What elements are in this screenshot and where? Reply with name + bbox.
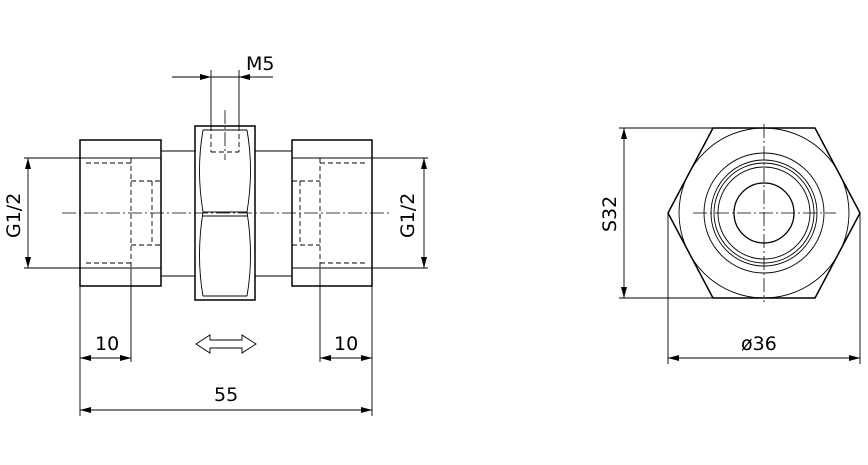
m5-dimension: M5 — [172, 53, 274, 126]
double-arrow-icon — [195, 334, 257, 354]
g-right-label: G1/2 — [397, 193, 419, 238]
right-thread-hidden — [292, 157, 370, 269]
s32-dimension: S32 — [599, 127, 713, 299]
overall-dimension: 55 — [80, 384, 372, 413]
side-view: M5 G1/2 G1/2 10 — [3, 53, 428, 416]
len-left-dimension: 10 — [79, 268, 132, 416]
len-right-dimension: 10 — [319, 268, 373, 416]
center-nut — [194, 125, 256, 301]
g-left-dimension: G1/2 — [3, 157, 80, 269]
g-right-dimension: G1/2 — [372, 157, 428, 269]
dia36-label: ø36 — [741, 333, 777, 355]
end-view: S32 ø36 — [599, 124, 861, 364]
len-left-label: 10 — [95, 333, 119, 355]
dia36-dimension: ø36 — [667, 213, 861, 364]
s32-label: S32 — [599, 196, 621, 232]
overall-label: 55 — [214, 384, 238, 406]
g-left-label: G1/2 — [3, 193, 25, 238]
m5-label: M5 — [246, 53, 274, 75]
len-right-label: 10 — [334, 333, 358, 355]
